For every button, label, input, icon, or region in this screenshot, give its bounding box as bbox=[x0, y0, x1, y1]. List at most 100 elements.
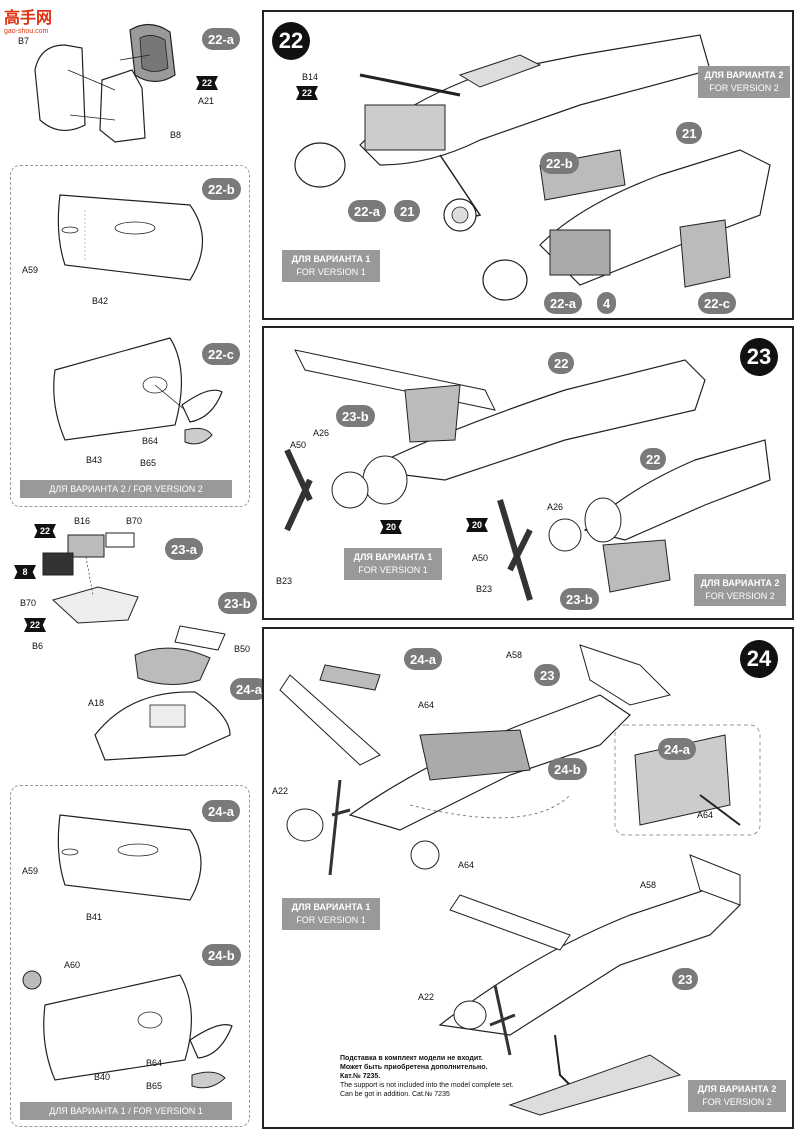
part-a59-label-b: A59 bbox=[22, 866, 39, 876]
part-a22-label-b: A22 bbox=[418, 992, 435, 1002]
part-a26-label-a: A26 bbox=[313, 428, 330, 438]
part-a22-label-a: A22 bbox=[272, 786, 289, 796]
part-a26-label-b: A26 bbox=[547, 502, 564, 512]
step-22b-badge: 22-b bbox=[202, 178, 241, 200]
step-24a-drawing bbox=[57, 814, 202, 901]
part-b65-label-a: B65 bbox=[140, 458, 157, 468]
ref-22a-badge-a: 22-a bbox=[348, 200, 387, 222]
site-watermark: 高手网 gao-shou.com bbox=[4, 4, 52, 35]
version2-bar: ДЛЯ ВАРИАНТА 2 / FOR VERSION 2 bbox=[20, 480, 232, 498]
version2-en-23: FOR VERSION 2 bbox=[705, 591, 775, 601]
version1-ru-23: ДЛЯ ВАРИАНТА 1 bbox=[353, 552, 433, 562]
ref-23-badge-b: 23 bbox=[672, 968, 699, 990]
part-b23-label-a: B23 bbox=[276, 576, 293, 586]
step-22c-badge: 22-c bbox=[202, 343, 241, 365]
version1-ru-24: ДЛЯ ВАРИАНТА 1 bbox=[291, 902, 371, 912]
step-24a-ref-badge: 24-a bbox=[230, 678, 269, 700]
step-24-version2-box: ДЛЯ ВАРИАНТА 2 FOR VERSION 2 bbox=[688, 1080, 786, 1112]
stand-note-ru3: Кат.№ 7235. bbox=[340, 1073, 381, 1080]
version1-en: FOR VERSION 1 bbox=[296, 267, 366, 277]
inset-24a-badge: 24-a bbox=[658, 738, 697, 760]
part-b23-label-b: B23 bbox=[476, 584, 493, 594]
part-b50-label: B50 bbox=[234, 644, 251, 654]
version1-en-23: FOR VERSION 1 bbox=[358, 565, 428, 575]
part-b64-label-a: B64 bbox=[142, 436, 159, 446]
ref-24b-badge: 24-b bbox=[548, 758, 587, 780]
watermark-subtitle: gao-shou.com bbox=[4, 28, 49, 35]
step-23b-drawing bbox=[94, 625, 231, 761]
part-b7-label: B7 bbox=[18, 36, 30, 46]
stand-note-ru2: Может быть приобретена дополнительно. bbox=[340, 1064, 488, 1071]
step-22b-drawing bbox=[57, 194, 204, 281]
ref-22-flag-c: 22 bbox=[24, 618, 46, 632]
ref-22-badge-a: 22 bbox=[548, 352, 575, 374]
stand-note-en1: The support is not included into the mod… bbox=[340, 1082, 514, 1089]
step-23b-badge: 23-b bbox=[218, 592, 257, 614]
version2-en: FOR VERSION 2 bbox=[709, 83, 779, 93]
part-b64-label-b: B64 bbox=[146, 1058, 163, 1068]
part-a50-label-a: A50 bbox=[290, 440, 307, 450]
ref-8-flag: 8 bbox=[14, 565, 36, 579]
part-b14-label: B14 bbox=[302, 72, 319, 82]
ref-22a-badge-b: 22-a bbox=[544, 292, 583, 314]
step-23-number: 23 bbox=[740, 338, 778, 376]
part-b41-label: B41 bbox=[86, 912, 103, 922]
version2-en-24: FOR VERSION 2 bbox=[702, 1097, 772, 1107]
step-22c-drawing bbox=[53, 337, 223, 445]
step-22-version1-box: ДЛЯ ВАРИАНТА 1 FOR VERSION 1 bbox=[282, 250, 380, 282]
part-b8-label: B8 bbox=[170, 130, 182, 140]
part-a59-label: A59 bbox=[22, 265, 39, 275]
step-24-drawing bbox=[279, 644, 761, 1116]
ref-22b-badge: 22-b bbox=[540, 152, 579, 174]
stand-note-ru1: Подставка в комплект модели не входит. bbox=[340, 1055, 483, 1062]
stand-note-en2: Can be got in addition. Cat.№ 7235 bbox=[340, 1091, 450, 1098]
step-23a-badge: 23-a bbox=[165, 538, 204, 560]
ref-23b-badge-a: 23-b bbox=[336, 405, 375, 427]
ref-20-flag-b: 20 bbox=[466, 518, 488, 532]
part-b6-label: B6 bbox=[32, 641, 44, 651]
ref-21-badge-a: 21 bbox=[676, 122, 703, 144]
step-23-version1-box: ДЛЯ ВАРИАНТА 1 FOR VERSION 1 bbox=[344, 548, 442, 580]
ref-22-flag-b: 22 bbox=[34, 524, 56, 538]
version1-bar: ДЛЯ ВАРИАНТА 1 / FOR VERSION 1 bbox=[20, 1102, 232, 1120]
stand-note: Подставка в комплект модели не входит. М… bbox=[340, 1054, 540, 1099]
version1-en-24: FOR VERSION 1 bbox=[296, 915, 366, 925]
part-b40-label: B40 bbox=[94, 1072, 111, 1082]
step-24a-badge: 24-a bbox=[202, 800, 241, 822]
ref-21-badge-b: 21 bbox=[394, 200, 421, 222]
ref-23b-badge-b: 23-b bbox=[560, 588, 599, 610]
step-23-drawing bbox=[284, 349, 771, 601]
step-24b-badge: 24-b bbox=[202, 944, 241, 966]
part-a50-label-b: A50 bbox=[472, 553, 489, 563]
version2-ru-24: ДЛЯ ВАРИАНТА 2 bbox=[697, 1084, 777, 1094]
part-b65-label-b: B65 bbox=[146, 1081, 163, 1091]
ref-22-flag: 22 bbox=[196, 76, 218, 90]
step-22a-badge: 22-a bbox=[202, 28, 241, 50]
part-b42-label: B42 bbox=[92, 296, 109, 306]
part-b16-label: B16 bbox=[74, 516, 91, 526]
step-24-number: 24 bbox=[740, 640, 778, 678]
version1-ru: ДЛЯ ВАРИАНТА 1 bbox=[291, 254, 371, 264]
part-b70-label-b: B70 bbox=[20, 598, 37, 608]
ref-24a-badge: 24-a bbox=[404, 648, 443, 670]
step-24b-drawing bbox=[22, 970, 233, 1089]
step-22-version2-box: ДЛЯ ВАРИАНТА 2 FOR VERSION 2 bbox=[698, 66, 790, 98]
watermark-title: 高手网 bbox=[4, 10, 53, 27]
part-a64-label-b: A64 bbox=[697, 810, 714, 820]
part-b70-label-a: B70 bbox=[126, 516, 143, 526]
ref-4-badge: 4 bbox=[597, 292, 617, 314]
part-b43-label: B43 bbox=[86, 455, 103, 465]
part-a60-label: A60 bbox=[64, 960, 81, 970]
part-a64-label-c: A64 bbox=[458, 860, 475, 870]
step-23a-drawing bbox=[42, 532, 139, 624]
part-a58-label-b: A58 bbox=[640, 880, 657, 890]
step-22a-drawing bbox=[34, 23, 176, 143]
ref-22-flag-d: 22 bbox=[296, 86, 318, 100]
part-a58-label-a: A58 bbox=[506, 650, 523, 660]
part-a18-label: A18 bbox=[88, 698, 105, 708]
step-24-version1-box: ДЛЯ ВАРИАНТА 1 FOR VERSION 1 bbox=[282, 898, 380, 930]
version2-ru-23: ДЛЯ ВАРИАНТА 2 bbox=[700, 578, 780, 588]
ref-22c-badge: 22-c bbox=[698, 292, 737, 314]
ref-23-badge-a: 23 bbox=[534, 664, 561, 686]
part-a64-label-a: A64 bbox=[418, 700, 435, 710]
